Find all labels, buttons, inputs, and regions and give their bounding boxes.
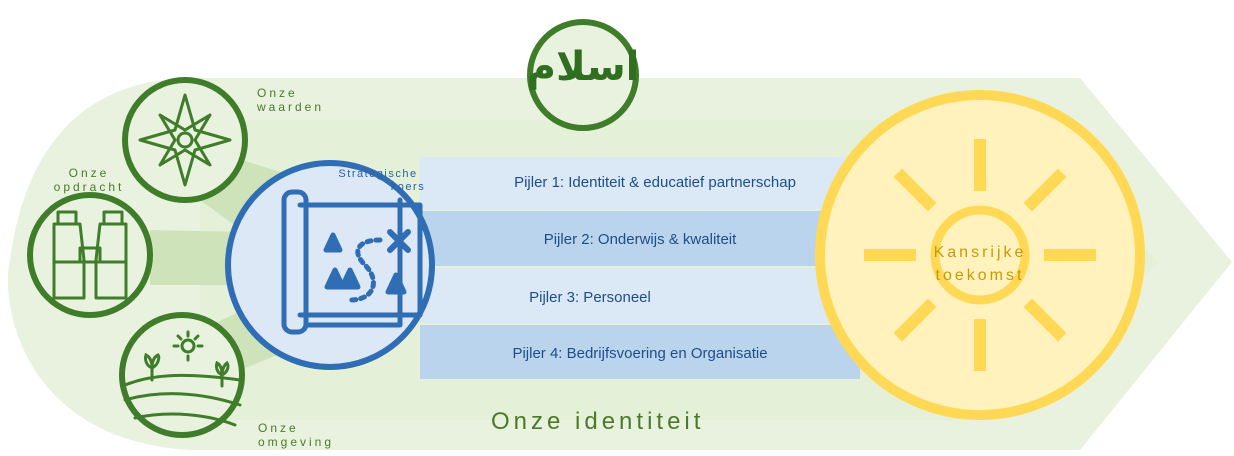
opdracht-circle xyxy=(27,192,153,318)
strategische-koers-line-2: koers xyxy=(390,181,426,193)
onze-waarden-line-1: Onze xyxy=(257,86,298,100)
strategische-koers-line-1: Strategische xyxy=(338,168,418,180)
toekomst-line: toekomst xyxy=(935,267,1025,284)
pillar-band-3 xyxy=(420,268,860,323)
arabic-circle xyxy=(527,19,639,131)
strategische-koers-label: Strategische koers xyxy=(298,168,458,194)
pillar-band-1 xyxy=(420,157,860,209)
onze-omgeving-line-2: omgeving xyxy=(258,435,335,449)
waarden-circle xyxy=(122,77,248,203)
kansrijke-toekomst-label: Kansrijke toekomst xyxy=(910,241,1050,287)
pillar-band-4 xyxy=(420,325,860,379)
connector-opdracht xyxy=(150,230,245,285)
arabic-islam-label: اسلام xyxy=(526,44,640,90)
binoculars-icon xyxy=(52,210,128,300)
onze-opdracht-line-1: Onze xyxy=(68,166,110,180)
onze-identiteit-label: Onze identiteit xyxy=(491,408,705,435)
onze-opdracht-line-2: opdracht xyxy=(53,180,125,194)
kansrijke-line: Kansrijke xyxy=(933,244,1027,261)
pillar-2-label: Pijler 2: Onderwijs & kwaliteit xyxy=(543,231,737,248)
onze-waarden-line-2: waarden xyxy=(257,100,325,114)
onze-waarden-label: Onze waarden xyxy=(257,86,324,114)
pillar-4-label: Pijler 4: Bedrijfsvoering en Organisatie xyxy=(512,345,768,362)
sun-icon xyxy=(864,139,1096,371)
treasure-map-icon xyxy=(281,189,423,335)
pillar-1-label: Pijler 1: Identiteit & educatief partner… xyxy=(514,174,796,191)
pillar-3-label: Pijler 3: Personeel xyxy=(529,289,651,306)
landscape-sun-icon xyxy=(123,330,242,427)
pillar-band-2 xyxy=(420,211,860,266)
onze-omgeving-label: Onze omgeving xyxy=(258,421,334,449)
onze-opdracht-label: Onze opdracht xyxy=(34,166,144,194)
onze-omgeving-line-1: Onze xyxy=(258,421,299,435)
compass-icon xyxy=(138,93,232,187)
